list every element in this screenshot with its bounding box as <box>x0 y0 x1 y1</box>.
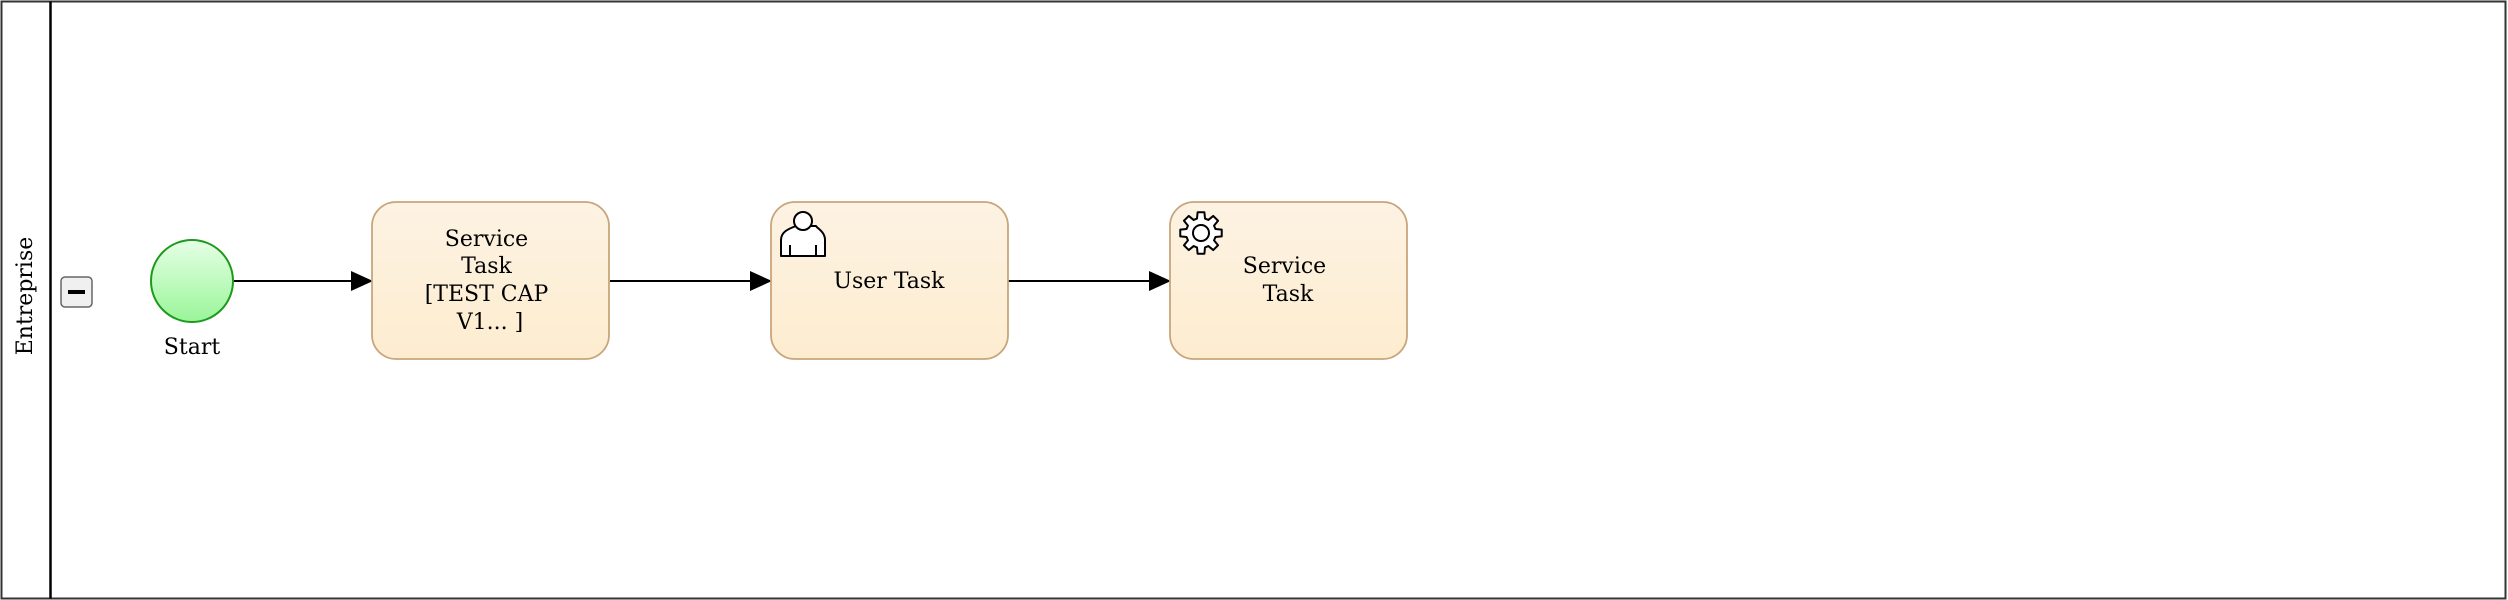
task-text-line: Task <box>461 254 512 279</box>
lane-label: Entreprise <box>13 237 38 356</box>
task-text-line: Service <box>445 227 528 252</box>
task-text-line: Task <box>1263 282 1314 307</box>
task-shape <box>770 201 1009 360</box>
service-task[interactable]: Service Task <box>1169 201 1408 360</box>
task-shape <box>1169 201 1408 360</box>
start-event-label: Start <box>164 335 221 360</box>
lane-collapse-button[interactable] <box>60 276 93 308</box>
task-text: Service Task [TEST CAP V1... ] <box>425 227 556 335</box>
task-text-line: Service <box>1243 254 1326 279</box>
user-icon <box>780 211 826 257</box>
minus-icon <box>68 290 85 294</box>
gear-icon <box>1179 211 1223 255</box>
task-text-line: User Task <box>833 269 945 294</box>
start-event[interactable]: Start <box>150 239 234 360</box>
task-text-line: [TEST CAP <box>425 282 549 307</box>
task-text: Service Task <box>1243 254 1333 307</box>
task-shape <box>371 201 610 360</box>
start-event-circle <box>150 239 234 323</box>
task-text-line: V1... ] <box>456 310 523 335</box>
user-task[interactable]: User Task <box>770 201 1009 360</box>
service-task-test-cap[interactable]: Service Task [TEST CAP V1... ] <box>371 201 610 360</box>
